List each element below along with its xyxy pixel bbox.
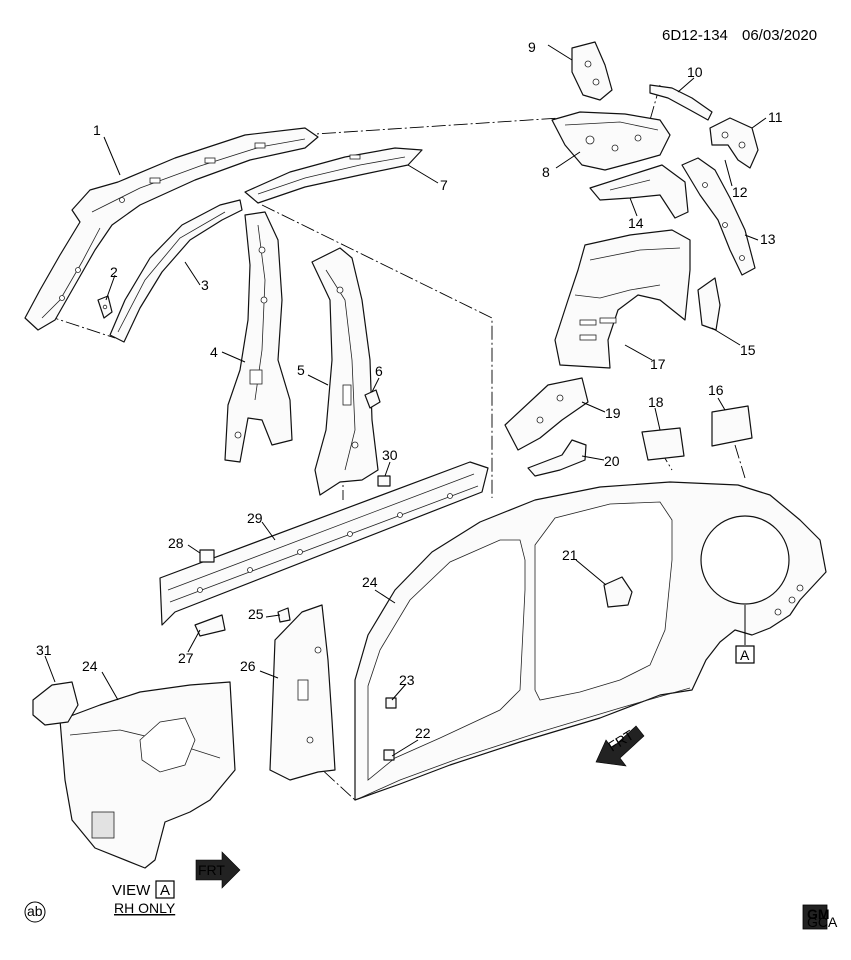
view-note: RH ONLY <box>114 900 176 916</box>
part-8-quarter-inner-upper <box>551 111 671 171</box>
part-13-d-pillar-inner <box>681 157 756 276</box>
part-16-insulator <box>711 405 753 447</box>
gm-logo: GM GCA <box>802 904 838 930</box>
corner-badge-text: ab <box>27 903 43 919</box>
callout-5: 5 <box>297 362 305 378</box>
callout-27: 27 <box>178 650 194 666</box>
gm-logo-text: GM <box>807 906 830 922</box>
callout-30: 30 <box>382 447 398 463</box>
part-18-insulator <box>641 427 685 461</box>
view-a-detail <box>32 681 236 869</box>
callout-19: 19 <box>605 405 621 421</box>
callout-16: 16 <box>708 382 724 398</box>
callout-12: 12 <box>732 184 748 200</box>
callout-24-view: 24 <box>82 658 98 674</box>
leader-lines <box>44 44 767 757</box>
callout-25: 25 <box>248 606 264 622</box>
callout-8: 8 <box>542 164 550 180</box>
part-14-bracket <box>589 164 689 219</box>
callout-11: 11 <box>768 109 783 125</box>
part-30-clip <box>377 475 391 487</box>
view-word: VIEW <box>112 882 151 899</box>
part-23-clip <box>385 697 397 709</box>
diagram-date: 06/03/2020 <box>742 27 817 44</box>
callout-2: 2 <box>110 264 118 280</box>
frt-arrow-main: FRT <box>595 725 645 767</box>
callout-24: 24 <box>362 574 378 590</box>
callout-15: 15 <box>740 342 756 358</box>
callout-14: 14 <box>628 215 644 231</box>
callout-28: 28 <box>168 535 184 551</box>
reference-a-letter: A <box>740 647 750 663</box>
part-1-roof-side-rail <box>24 127 319 331</box>
part-25-clip <box>277 607 291 623</box>
part-4-pillar-inner <box>224 211 293 463</box>
part-20-bracket <box>527 439 587 477</box>
callout-6: 6 <box>375 363 383 379</box>
view-caption: VIEW A RH ONLY <box>112 880 176 916</box>
callout-13: 13 <box>760 231 776 247</box>
part-21-pad <box>603 576 633 608</box>
callout-7: 7 <box>440 177 448 193</box>
callout-29: 29 <box>247 510 263 526</box>
frt-label-view: FRT <box>198 862 225 878</box>
part-15-bracket <box>697 277 721 331</box>
part-24-body-side-outer <box>354 481 827 801</box>
callout-20: 20 <box>604 453 620 469</box>
callout-22: 22 <box>415 725 431 741</box>
reference-a-box: A <box>735 645 755 664</box>
callout-23: 23 <box>399 672 415 688</box>
part-31-fuel-door <box>32 681 79 726</box>
callout-3: 3 <box>201 277 209 293</box>
frt-arrow-view: FRT <box>195 851 241 889</box>
part-10-strip <box>649 84 713 121</box>
callout-1: 1 <box>93 122 101 138</box>
part-29-rocker-panel <box>159 461 489 626</box>
corner-badge: ab <box>24 901 46 923</box>
callout-10: 10 <box>687 64 703 80</box>
part-9-upper-bracket <box>571 41 613 101</box>
callout-31: 31 <box>36 642 52 658</box>
part-22-clip <box>383 749 395 761</box>
callout-4: 4 <box>210 344 218 360</box>
part-17-wheelhouse-inner <box>554 229 691 369</box>
callout-18: 18 <box>648 394 664 410</box>
part-27-bracket <box>194 614 226 637</box>
callout-26: 26 <box>240 658 256 674</box>
gca-logo-text: GCA <box>807 914 838 930</box>
part-11-12-bracket <box>709 117 759 169</box>
part-26-lower-pillar <box>269 604 336 781</box>
callout-17: 17 <box>650 356 666 372</box>
callout-numbers: 1 2 3 4 5 6 7 8 9 10 11 12 13 14 15 16 1… <box>36 39 783 741</box>
part-19-bracket <box>504 377 589 451</box>
callout-21: 21 <box>562 547 578 563</box>
part-3-inner-rail <box>109 199 243 343</box>
part-7-roof-rail-outer <box>244 147 423 204</box>
view-letter: A <box>160 882 170 899</box>
part-5-b-pillar <box>311 247 379 496</box>
diagram-code: 6D12-134 <box>662 27 728 44</box>
part-28-clip <box>199 549 215 563</box>
part-2-bracket <box>97 295 113 319</box>
callout-9: 9 <box>528 39 536 55</box>
